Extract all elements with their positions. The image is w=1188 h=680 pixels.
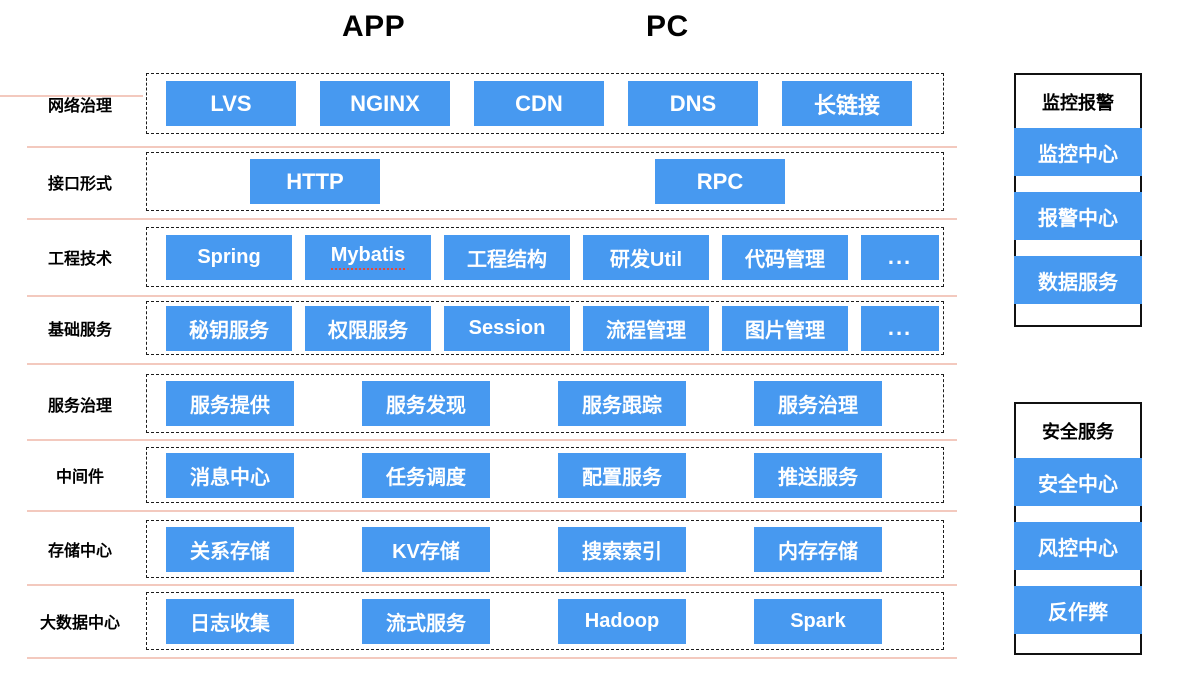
panel-title: 监控报警: [1042, 92, 1114, 113]
layer-label-storage-center: 存储中心: [47, 543, 112, 560]
layer-item-box: 流程管理: [583, 305, 709, 351]
layer-item-box: Spring: [166, 234, 292, 280]
layer-item-box: ...: [861, 305, 939, 351]
separator-line: [27, 295, 957, 297]
layer-item-box: Mybatis: [305, 234, 431, 280]
layer-label-basic-services: 基础服务: [47, 322, 112, 339]
layer-item-box: 工程结构: [444, 234, 570, 280]
panel-item-box: 监控中心: [1014, 128, 1142, 176]
separator-line: [27, 146, 957, 148]
panel-item-box: 风控中心: [1014, 522, 1142, 570]
side-panel-security-services: 安全服务 安全中心风控中心反作弊: [1014, 402, 1142, 655]
panel-item-box: 安全中心: [1014, 458, 1142, 506]
layer-item-box: 消息中心: [166, 452, 294, 498]
column-header-pc: PC: [646, 10, 689, 43]
layer-label-bigdata-center: 大数据中心: [39, 615, 120, 632]
layer-row-service-governance: 服务提供 服务发现 服务跟踪 服务治理: [146, 374, 944, 433]
layer-item-box: NGINX: [320, 81, 450, 126]
layer-item-box: 服务跟踪: [558, 381, 686, 426]
layer-item-box: 服务治理: [754, 381, 882, 426]
layer-item-box: 关系存储: [166, 526, 294, 572]
layer-item-box: 服务发现: [362, 381, 490, 426]
panel-item-box: 报警中心: [1014, 192, 1142, 240]
layer-label-middleware: 中间件: [55, 469, 104, 486]
layer-item-box: 流式服务: [362, 598, 490, 644]
layer-label-engineering-tech: 工程技术: [47, 251, 112, 268]
layer-item-box: RPC: [655, 159, 785, 204]
layer-item-box: 服务提供: [166, 381, 294, 426]
layer-row-middleware: 消息中心 任务调度 配置服务 推送服务: [146, 447, 944, 503]
layer-item-box: 研发Util: [583, 234, 709, 280]
layer-row-basic-services: 秘钥服务权限服务 Session 流程管理图片管理...: [146, 301, 944, 355]
layer-item-box: DNS: [628, 81, 758, 126]
layer-item-box: 长链接: [782, 81, 912, 126]
layer-item-box: 图片管理: [722, 305, 848, 351]
layer-row-engineering-tech: Spring Mybatis 工程结构研发Util 代码管理...: [146, 227, 944, 287]
layer-item-box: 搜索索引: [558, 526, 686, 572]
layer-label-interface-form: 接口形式: [47, 175, 112, 193]
layer-row-network-governance: LVS NGINX CDN DNS 长链接: [146, 73, 944, 134]
layer-item-box: ...: [861, 234, 939, 280]
layer-item-box: 任务调度: [362, 452, 490, 498]
panel-item-box: 数据服务: [1014, 256, 1142, 304]
separator-line: [27, 510, 957, 512]
layer-item-box: Session: [444, 305, 570, 351]
separator-line: [27, 584, 957, 586]
layer-item-box: 推送服务: [754, 452, 882, 498]
separator-line: [0, 95, 143, 97]
layer-item-box: 秘钥服务: [166, 305, 292, 351]
layer-item-box: CDN: [474, 81, 604, 126]
layer-row-bigdata-center: 日志收集 流式服务 Hadoop Spark: [146, 592, 944, 650]
layer-item-box: Hadoop: [558, 598, 686, 644]
separator-line: [27, 439, 957, 441]
layer-row-storage-center: 关系存储 KV存储 搜索索引 内存存储: [146, 520, 944, 578]
layer-item-box: 日志收集: [166, 598, 294, 644]
separator-line: [27, 657, 957, 659]
layer-item-box: LVS: [166, 81, 296, 126]
layer-item-box: KV存储: [362, 526, 490, 572]
layer-label-service-governance: 服务治理: [47, 397, 112, 415]
layer-item-box: 配置服务: [558, 452, 686, 498]
panel-item-box: 反作弊: [1014, 586, 1142, 634]
side-panel-monitoring-alarm: 监控报警 监控中心报警中心数据服务: [1014, 73, 1142, 327]
layer-item-box: Spark: [754, 598, 882, 644]
separator-line: [27, 363, 957, 365]
layer-item-box: 代码管理: [722, 234, 848, 280]
layer-row-interface-form: HTTP RPC: [146, 152, 944, 211]
layer-item-box: 内存存储: [754, 526, 882, 572]
column-header-app: APP: [342, 10, 406, 43]
separator-line: [27, 218, 957, 220]
layer-item-box: HTTP: [250, 159, 380, 204]
layer-item-box: 权限服务: [305, 305, 431, 351]
panel-title: 安全服务: [1042, 422, 1114, 442]
layer-label-network-governance: 网络治理: [47, 97, 112, 115]
